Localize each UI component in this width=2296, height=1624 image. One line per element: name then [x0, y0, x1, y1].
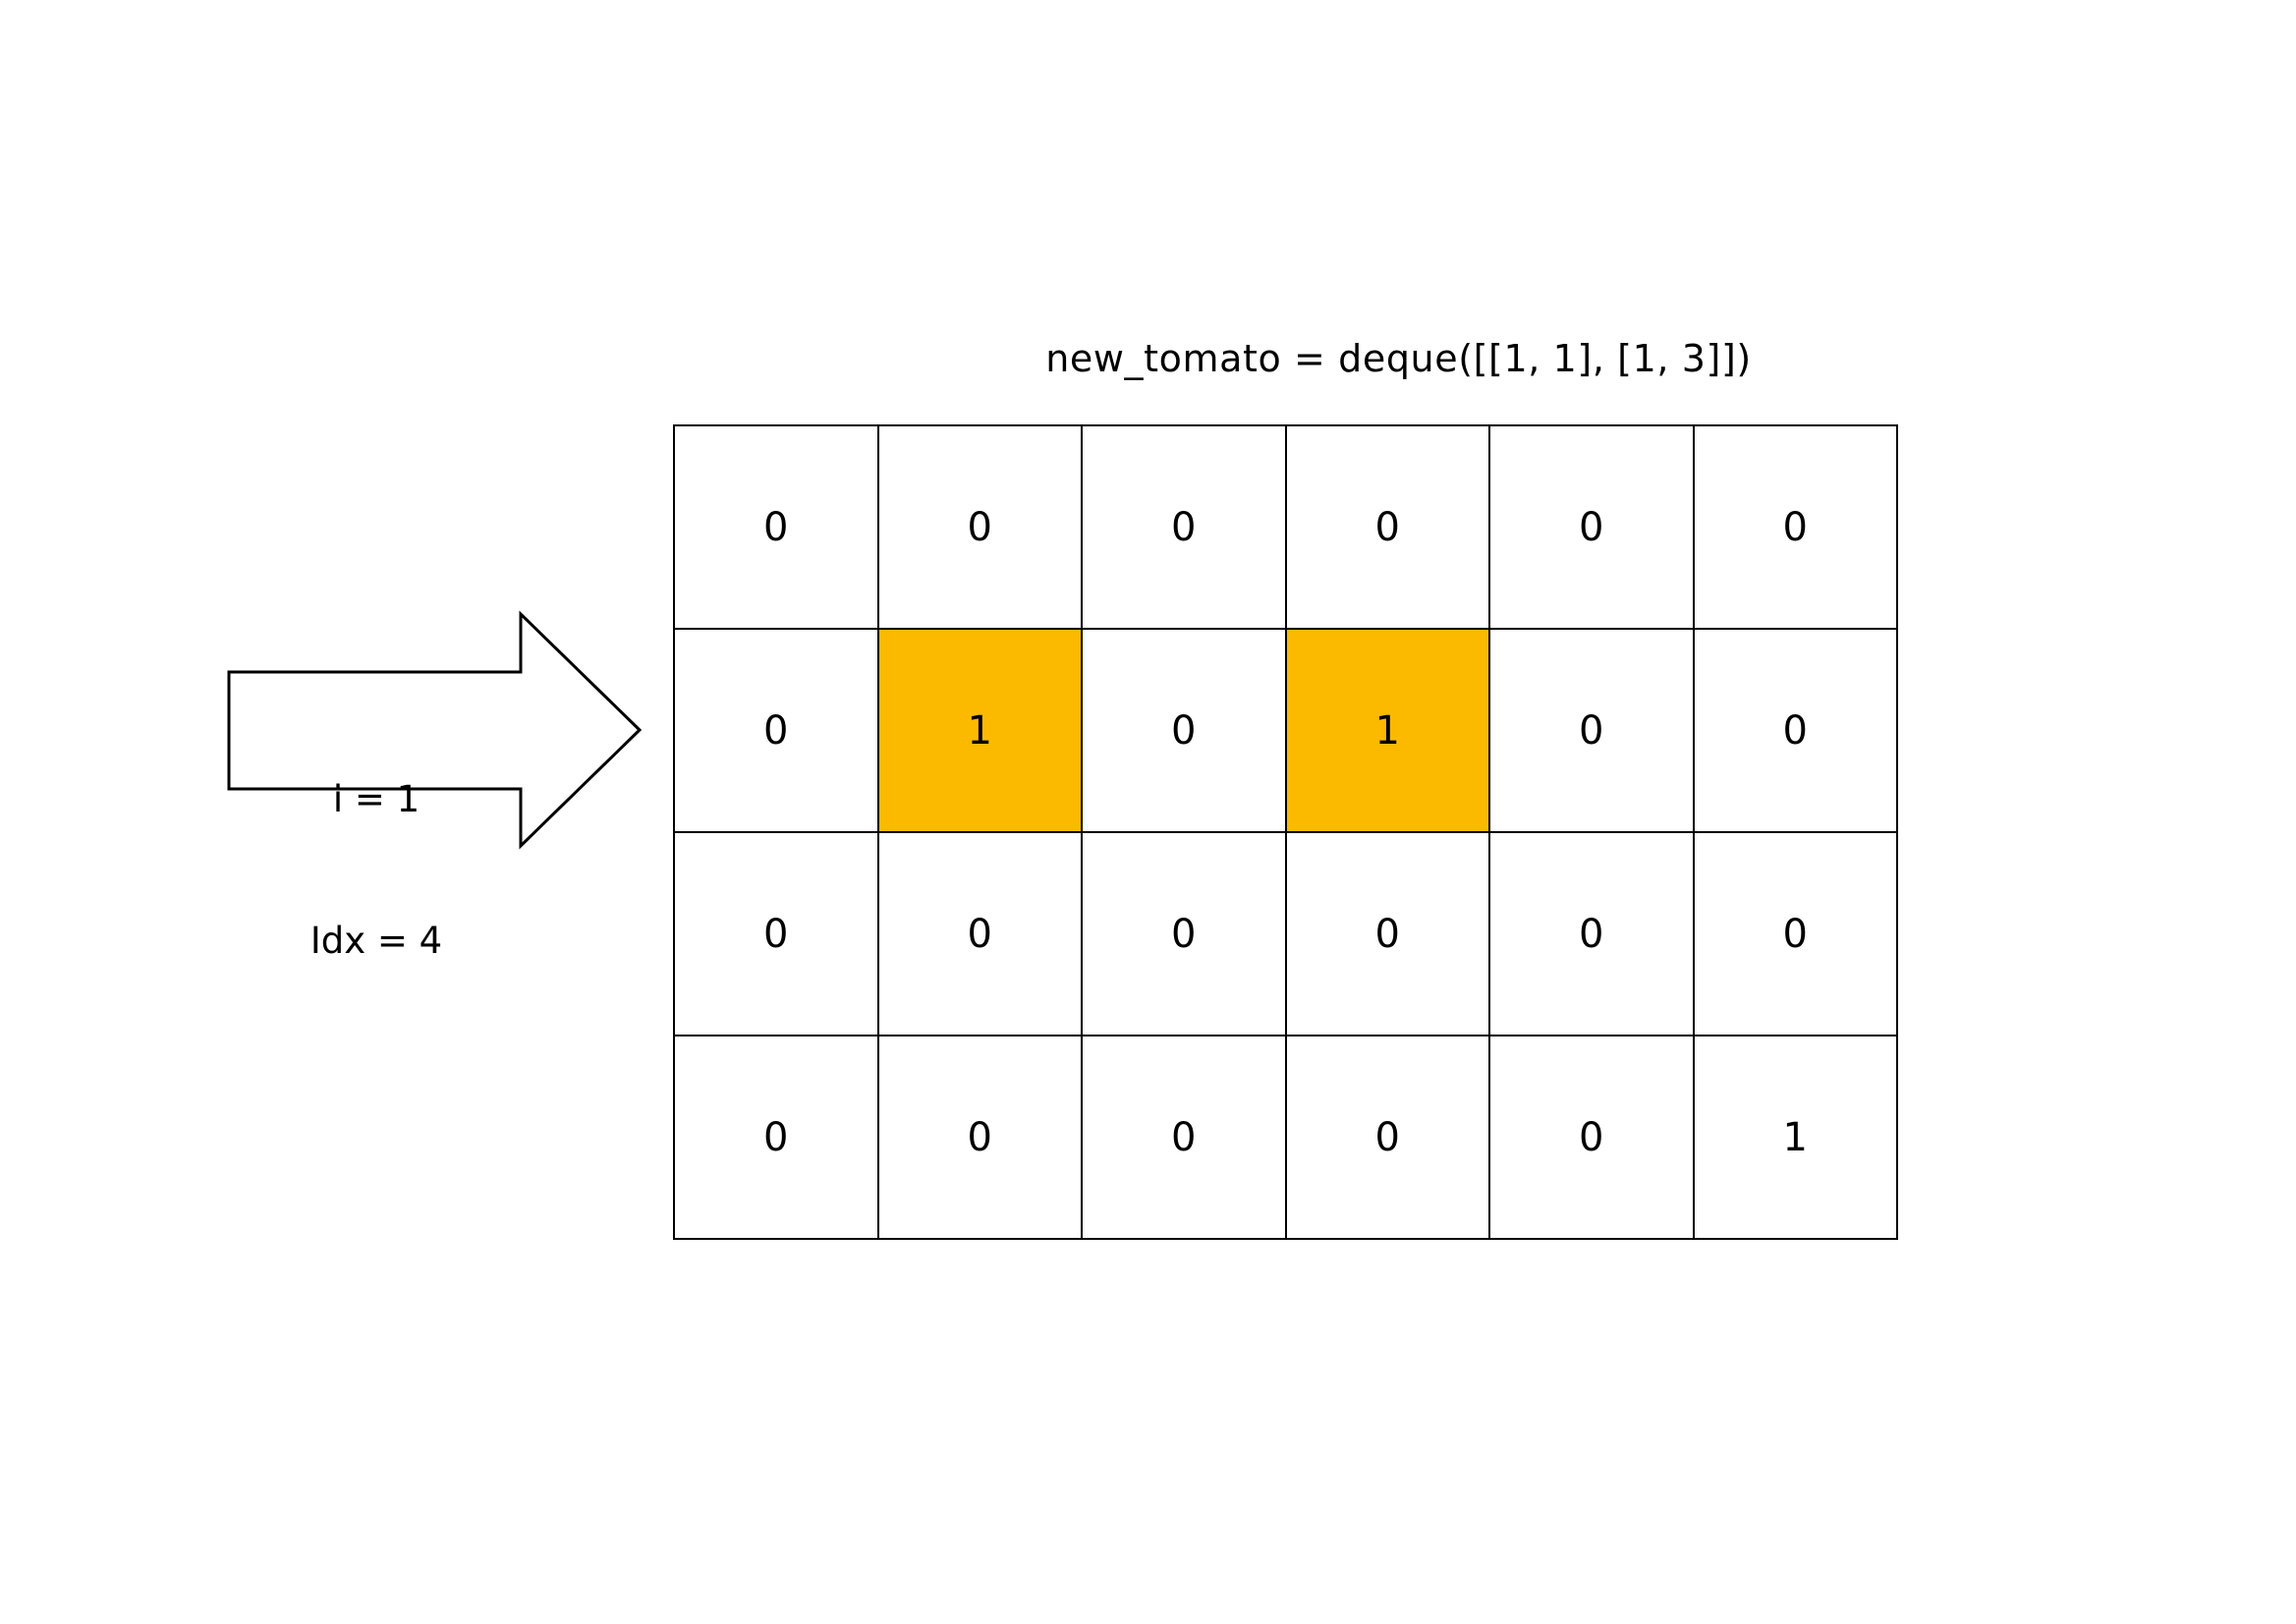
grid-cell: 0 [878, 426, 1083, 630]
grid-cell: 0 [675, 833, 879, 1036]
grid-cell: 0 [1490, 426, 1695, 630]
grid-cell: 0 [1490, 1036, 1695, 1240]
page-title: new_tomato = deque([[1, 1], [1, 3]]) [1045, 337, 1752, 380]
grid-cell: 0 [878, 833, 1083, 1036]
grid-cell: 0 [1694, 630, 1898, 833]
grid-cell: 0 [675, 630, 879, 833]
arrow-polygon [227, 610, 643, 850]
grid-cell: 0 [1286, 1036, 1490, 1240]
grid-cell: 0 [675, 426, 879, 630]
grid-cell: 0 [1083, 833, 1287, 1036]
grid-cell: 1 [878, 630, 1083, 833]
grid-cell: 0 [1490, 833, 1695, 1036]
grid-cell: 0 [1694, 426, 1898, 630]
grid-cell: 0 [675, 1036, 879, 1240]
grid-cell: 1 [1694, 1036, 1898, 1240]
grid-cell: 0 [1083, 1036, 1287, 1240]
grid-cell: 0 [1286, 426, 1490, 630]
grid-cell: 0 [1694, 833, 1898, 1036]
grid-cell: 0 [1286, 833, 1490, 1036]
grid-cell: 1 [1286, 630, 1490, 833]
arrow-shape-icon [227, 610, 643, 850]
arrow-label-line-idx: Idx = 4 [309, 920, 443, 962]
grid-cell: 0 [1083, 426, 1287, 630]
step-indicator-arrow [221, 604, 653, 860]
grid-cell: 0 [1083, 630, 1287, 833]
grid-cell: 0 [878, 1036, 1083, 1240]
grid-cell: 0 [1490, 630, 1695, 833]
